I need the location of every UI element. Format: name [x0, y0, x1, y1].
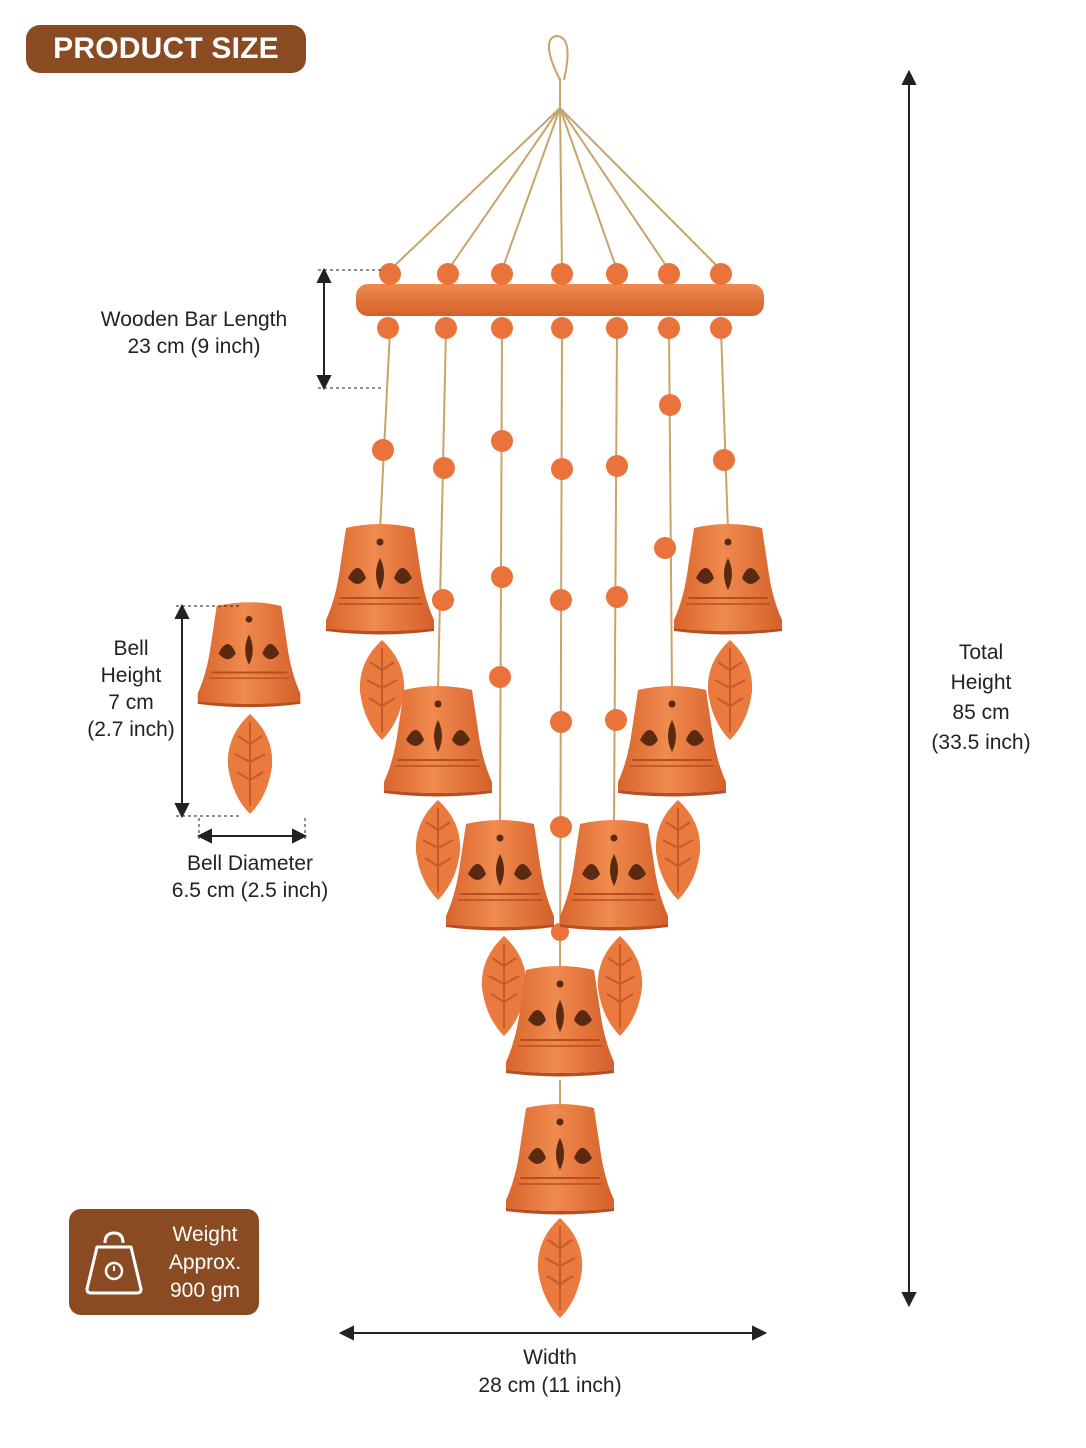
width-value: 28 cm (11 inch): [478, 1374, 622, 1397]
bell-diameter-value: 6.5 cm (2.5 inch): [171, 879, 329, 902]
bell-height-line2: Height: [100, 664, 162, 687]
beads: [372, 263, 735, 941]
bell-diameter-title: Bell Diameter: [186, 852, 314, 875]
weight-value: 900 gm: [169, 1279, 241, 1302]
hanging-twine: [379, 34, 729, 1110]
bell-height-inches: (2.7 inch): [87, 718, 175, 741]
total-height-line2: Height: [950, 671, 1012, 694]
bell-height-line1: Bell: [113, 637, 149, 660]
dimension-lines: [174, 69, 917, 1341]
wooden-bar: [356, 284, 764, 316]
total-height-line1: Total: [958, 641, 1004, 664]
total-height-label: Total Height 85 cm (33.5 inch): [916, 638, 1046, 758]
bell-diameter-label: Bell Diameter 6.5 cm (2.5 inch): [150, 850, 350, 904]
width-title: Width: [523, 1346, 577, 1369]
width-label: Width 28 cm (11 inch): [450, 1344, 650, 1400]
bell-detail: [196, 601, 302, 815]
bell-height-label: Bell Height 7 cm (2.7 inch): [74, 635, 188, 743]
total-height-inches: (33.5 inch): [931, 731, 1031, 754]
weight-line2: Approx.: [168, 1251, 242, 1274]
wooden-bar-value: 23 cm (9 inch): [127, 335, 261, 358]
weight-text: Weight Approx. 900 gm: [155, 1221, 255, 1305]
weight-icon: [85, 1231, 143, 1295]
wooden-bar-label: Wooden Bar Length 23 cm (9 inch): [84, 306, 304, 360]
bell-height-value: 7 cm: [108, 691, 154, 714]
weight-line1: Weight: [172, 1223, 238, 1246]
weight-badge: Weight Approx. 900 gm: [69, 1209, 259, 1315]
total-height-value: 85 cm: [952, 701, 1010, 724]
product-size-badge: PRODUCT SIZE: [26, 25, 306, 73]
bells: [325, 523, 783, 1319]
wooden-bar-title: Wooden Bar Length: [100, 308, 288, 331]
